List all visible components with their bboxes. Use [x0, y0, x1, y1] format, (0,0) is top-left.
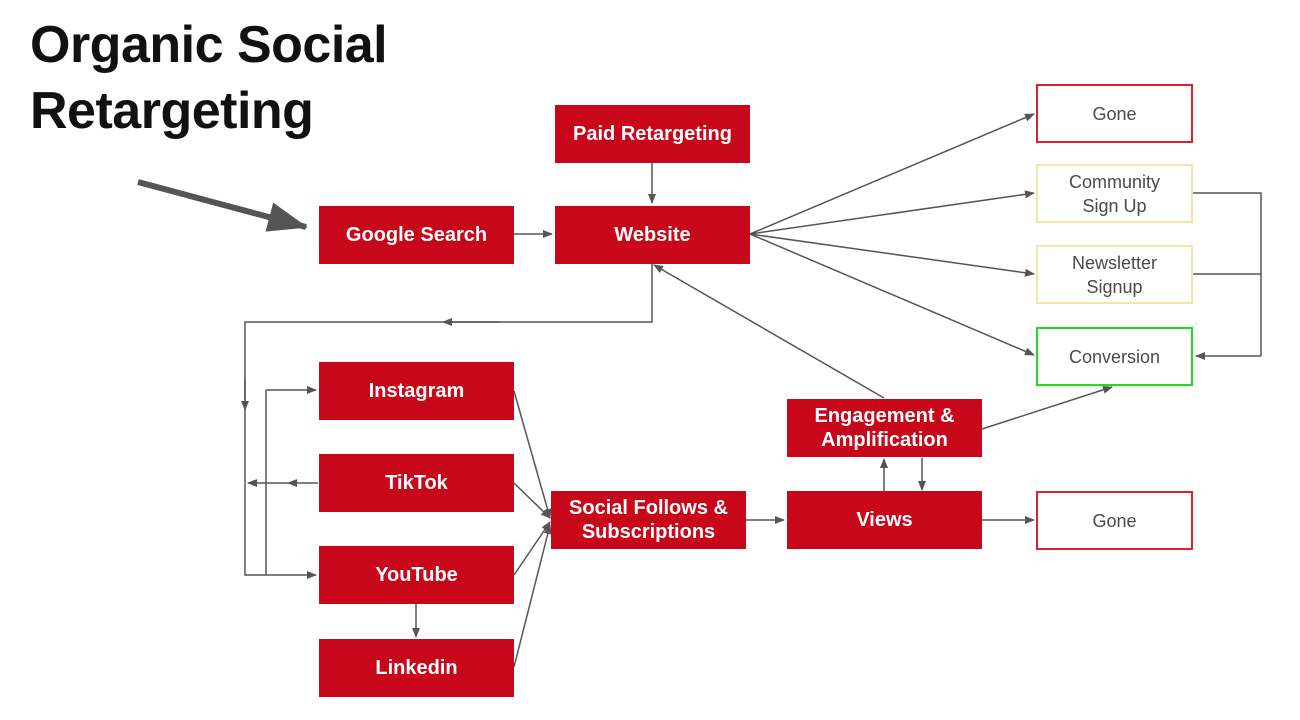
- edge-community-bracket: [1193, 192, 1262, 356]
- node-engagement: Engagement & Amplification: [787, 399, 982, 457]
- edge-website-loop: [244, 264, 653, 576]
- node-views: Views: [787, 491, 982, 549]
- page-title: Organic Social Retargeting: [30, 12, 388, 144]
- edge-website-conversion: [749, 233, 1035, 356]
- node-gone-top: Gone: [1036, 84, 1193, 143]
- edge-linkedin-social: [513, 524, 552, 668]
- node-linkedin: Linkedin: [319, 639, 514, 697]
- title-line-1: Organic Social: [30, 16, 388, 74]
- edge-website-newsletter: [749, 233, 1035, 277]
- node-gone-bottom: Gone: [1036, 491, 1193, 550]
- node-google-search: Google Search: [319, 206, 514, 264]
- node-community-signup: Community Sign Up: [1036, 164, 1193, 223]
- node-tiktok: TikTok: [319, 454, 514, 512]
- node-newsletter-signup: Newsletter Signup: [1036, 245, 1193, 304]
- edge-tiktok-social: [513, 482, 551, 519]
- edge-website-gone: [749, 113, 1035, 235]
- edge-engagement-conversion: [981, 385, 1113, 430]
- node-instagram: Instagram: [319, 362, 514, 420]
- edge-instagram-social: [513, 390, 552, 519]
- entry-arrow: [137, 179, 308, 232]
- edge-engagement-website: [653, 264, 885, 399]
- node-youtube: YouTube: [319, 546, 514, 604]
- node-social-follows: Social Follows & Subscriptions: [551, 491, 746, 549]
- node-website: Website: [555, 206, 750, 264]
- title-line-2: Retargeting: [30, 82, 314, 140]
- node-conversion: Conversion: [1036, 327, 1193, 386]
- edge-website-community: [749, 190, 1035, 235]
- node-paid-retargeting: Paid Retargeting: [555, 105, 750, 163]
